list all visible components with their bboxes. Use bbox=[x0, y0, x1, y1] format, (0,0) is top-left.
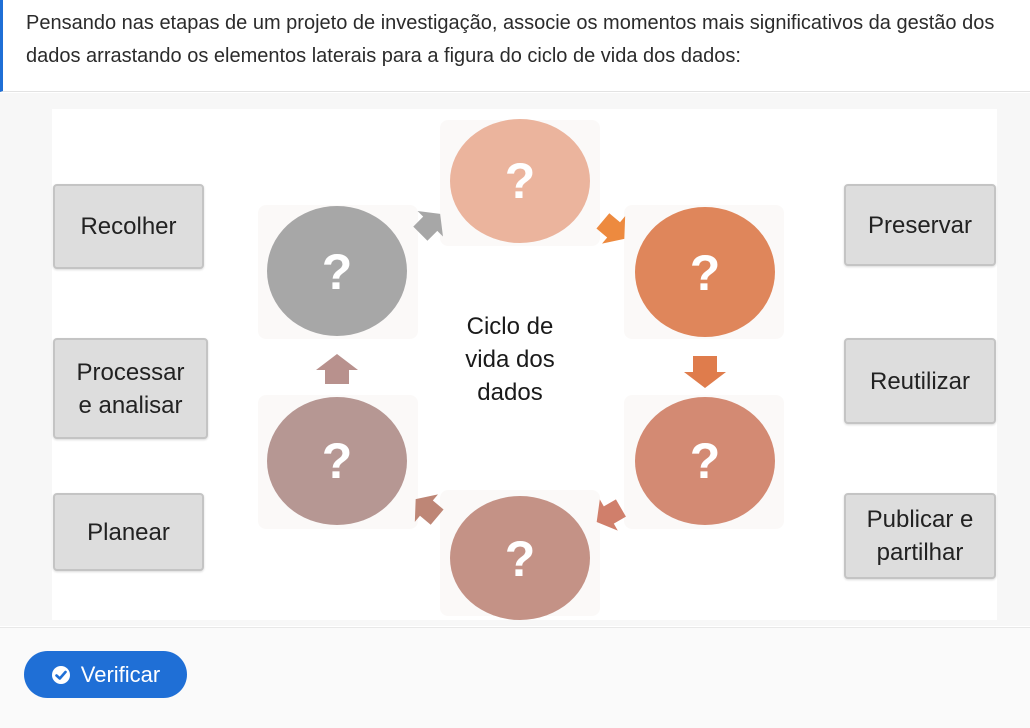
drop-zone-bottom[interactable] bbox=[450, 496, 590, 620]
option-label-line1: Publicar e bbox=[866, 506, 974, 533]
drop-zone-lower-left[interactable] bbox=[267, 397, 407, 525]
arrow-icon bbox=[684, 356, 726, 388]
option-label-line2: e analisar bbox=[78, 391, 183, 419]
question-container: Pensando nas etapas de um projeto de inv… bbox=[0, 0, 1030, 92]
option-label: Planear bbox=[87, 518, 170, 546]
placeholder-lower-right: ? bbox=[690, 433, 721, 489]
arrow-icon bbox=[414, 494, 444, 525]
check-circle-icon bbox=[51, 665, 70, 684]
draggable-option-recolher[interactable]: Recolher bbox=[53, 184, 204, 269]
drop-zone-upper-left[interactable] bbox=[267, 206, 407, 336]
placeholder-top: ? bbox=[505, 153, 536, 209]
option-label: Preservar bbox=[867, 211, 973, 239]
drop-zone-upper-right[interactable] bbox=[635, 207, 775, 337]
draggable-option-processar-e-analisar[interactable]: Processar e analisar bbox=[53, 338, 208, 439]
verify-button[interactable]: Verificar bbox=[24, 651, 187, 698]
diagram-center-label-line2: vida dos bbox=[465, 346, 554, 373]
draggable-option-planear[interactable]: Planear bbox=[53, 493, 204, 571]
option-label: Reutilizar bbox=[869, 367, 971, 395]
question-text: Pensando nas etapas de um projeto de inv… bbox=[26, 12, 995, 67]
diagram-center-label-line1: Ciclo de bbox=[467, 313, 554, 340]
placeholder-bottom: ? bbox=[505, 531, 536, 587]
draggable-option-publicar-e-partilhar[interactable]: Publicar e partilhar bbox=[844, 493, 996, 579]
option-label-line1: Processar bbox=[76, 358, 185, 386]
arrow-icon bbox=[316, 354, 358, 384]
option-label-line2: partilhar bbox=[876, 539, 964, 566]
placeholder-upper-right: ? bbox=[690, 245, 721, 301]
placeholder-lower-left: ? bbox=[322, 433, 353, 489]
draggable-option-preservar[interactable]: Preservar bbox=[844, 184, 996, 266]
verify-button-label: Verificar bbox=[80, 661, 161, 687]
arrow-icon bbox=[413, 211, 443, 241]
drop-zone-top[interactable] bbox=[450, 119, 590, 243]
arrow-icon bbox=[596, 499, 626, 531]
option-label: Recolher bbox=[80, 213, 177, 240]
draggable-option-reutilizar[interactable]: Reutilizar bbox=[844, 338, 996, 424]
arrow-icon bbox=[596, 213, 626, 244]
drop-zone-lower-right[interactable] bbox=[635, 397, 775, 525]
diagram-center-label-line3: dados bbox=[477, 379, 542, 406]
placeholder-upper-left: ? bbox=[322, 244, 353, 300]
